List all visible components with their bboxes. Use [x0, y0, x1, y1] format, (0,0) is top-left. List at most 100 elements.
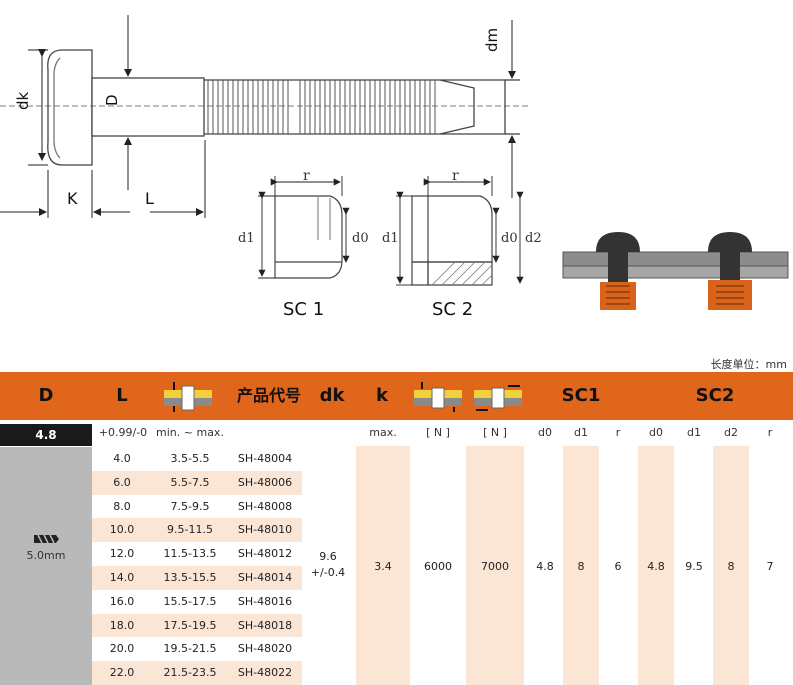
tensile-value: 7000 — [481, 560, 509, 573]
row-length: 6.0 — [113, 475, 131, 489]
sc2-caption: SC 2 — [432, 299, 473, 320]
sc1-d0-label: d0 — [352, 231, 369, 246]
header-sc2: SC2 — [695, 385, 735, 406]
dk-value-nominal: 9.6 — [319, 550, 337, 563]
row-grip-range: 11.5-13.5 — [163, 547, 217, 561]
table-row: 16.0 15.5-17.5 SH-48016 — [92, 590, 302, 614]
table-row: 6.0 5.5-7.5 SH-48006 — [92, 470, 302, 495]
row-product-code: SH-48004 — [237, 452, 293, 465]
k-column-bg — [356, 446, 410, 685]
dk-value: 9.6 +/-0.4 — [300, 549, 356, 581]
l-label: L — [145, 189, 154, 208]
sc2-d2-value: 8 — [727, 560, 735, 573]
sc2-d1-header: d1 — [687, 426, 701, 439]
row-length: 18.0 — [109, 618, 135, 632]
row-length: 10.0 — [109, 523, 135, 537]
sc1-r-label: r — [303, 168, 310, 184]
header-product-code: 产品代号 — [236, 386, 301, 405]
technical-drawing: dk D dm K L r d1 d0 SC 1 r d1 d0 — [0, 15, 789, 320]
sc2-d2-column-bg — [713, 446, 749, 685]
d-value: 4.8 — [0, 424, 92, 446]
sc2-d2-label: d2 — [525, 231, 542, 246]
header-k: k — [376, 385, 388, 406]
shear-unit: [ N ] — [426, 426, 450, 439]
row-product-code: SH-48022 — [237, 666, 293, 680]
unit-label: 长度单位：mm — [710, 358, 787, 371]
sc1-d1-column-bg — [563, 446, 599, 685]
dk-label: dk — [14, 91, 32, 110]
table-row: 18.0 17.5-19.5 SH-48018 — [92, 613, 302, 638]
sc1-d1-label: d1 — [238, 231, 255, 246]
row-length: 20.0 — [109, 642, 135, 656]
grip-range-icon — [164, 382, 212, 412]
sc2-r-label: r — [452, 168, 459, 184]
row-length: 22.0 — [109, 666, 135, 680]
row-grip-range: 13.5-15.5 — [163, 571, 217, 584]
table-row: 22.0 21.5-23.5 SH-48022 — [92, 661, 302, 685]
k-value: 3.4 — [374, 560, 392, 573]
row-grip-range: 5.5-7.5 — [170, 475, 210, 489]
sc2-d1-label: d1 — [382, 231, 399, 246]
sc2-d0-value: 4.8 — [647, 560, 665, 573]
l-tolerance: +0.99/-0 — [98, 426, 148, 439]
row-length: 8.0 — [113, 499, 131, 513]
row-grip-range: 17.5-19.5 — [163, 618, 217, 632]
table-subheader: +0.99/-0 min. ~ max. max. [ N ] [ N ] d0… — [0, 420, 793, 446]
row-length: 4.0 — [113, 452, 131, 465]
grip-range-header: min. ~ max. — [156, 426, 224, 439]
header-dk: dk — [319, 385, 345, 406]
sc2-d2-header: d2 — [724, 426, 738, 439]
row-length: 14.0 — [109, 571, 135, 584]
table-row: 12.0 11.5-13.5 SH-48012 — [92, 542, 302, 566]
row-product-code: SH-48020 — [237, 642, 293, 656]
header-d: D — [38, 385, 54, 406]
row-product-code: SH-48014 — [237, 571, 293, 584]
table-row: 8.0 7.5-9.5 SH-48008 — [92, 495, 302, 519]
sc2-r-value: 7 — [766, 560, 774, 573]
shear-value: 6000 — [424, 560, 452, 573]
row-grip-range: 15.5-17.5 — [163, 594, 217, 608]
sc1-d1-header: d1 — [574, 426, 588, 439]
sc1-caption: SC 1 — [283, 299, 324, 320]
header-sc1: SC1 — [561, 385, 601, 406]
sc2-d1-value: 9.5 — [685, 560, 703, 573]
tensile-unit: [ N ] — [483, 426, 507, 439]
dk-value-tolerance: +/-0.4 — [310, 566, 346, 579]
table-row: 14.0 13.5-15.5 SH-48014 — [92, 566, 302, 590]
sc1-d0-value: 4.8 — [536, 560, 554, 573]
row-product-code: SH-48012 — [237, 547, 293, 561]
row-product-code: SH-48006 — [237, 475, 293, 489]
sc2-d0-column-bg — [638, 446, 674, 685]
header-l: L — [116, 385, 128, 406]
sc2-r-header: r — [767, 426, 773, 439]
tensile-force-icon — [474, 385, 522, 411]
row-grip-range: 9.5-11.5 — [167, 523, 213, 537]
sc1-d0-header: d0 — [538, 426, 552, 439]
drill-size: 5.0mm — [26, 549, 66, 562]
row-length: 16.0 — [109, 594, 135, 608]
sc2-d0-label: d0 — [501, 231, 518, 246]
row-product-code: SH-48016 — [237, 594, 293, 608]
row-grip-range: 3.5-5.5 — [170, 452, 210, 465]
row-product-code: SH-48008 — [237, 499, 293, 513]
sc1-d1-value: 8 — [577, 560, 585, 573]
dm-label: dm — [483, 28, 501, 52]
d-label: D — [103, 94, 121, 106]
dk-max: max. — [369, 426, 397, 439]
sc2-d0-header: d0 — [649, 426, 663, 439]
row-grip-range: 7.5-9.5 — [170, 499, 210, 513]
k-label: K — [67, 189, 78, 208]
installed-illustration-icon — [562, 232, 789, 310]
row-grip-range: 21.5-23.5 — [163, 666, 217, 680]
shear-force-icon — [414, 382, 462, 412]
sc1-r-header: r — [615, 426, 621, 439]
sc1-r-value: 6 — [614, 560, 622, 573]
table-header: D L 产品代号 dk k SC1 SC2 — [0, 372, 793, 420]
drill-bit-icon — [34, 534, 59, 544]
row-length: 12.0 — [109, 547, 135, 561]
row-grip-range: 19.5-21.5 — [163, 642, 217, 656]
row-product-code: SH-48018 — [237, 618, 293, 632]
tensile-column-bg — [466, 446, 524, 685]
drill-column: 5.0mm — [0, 447, 92, 685]
